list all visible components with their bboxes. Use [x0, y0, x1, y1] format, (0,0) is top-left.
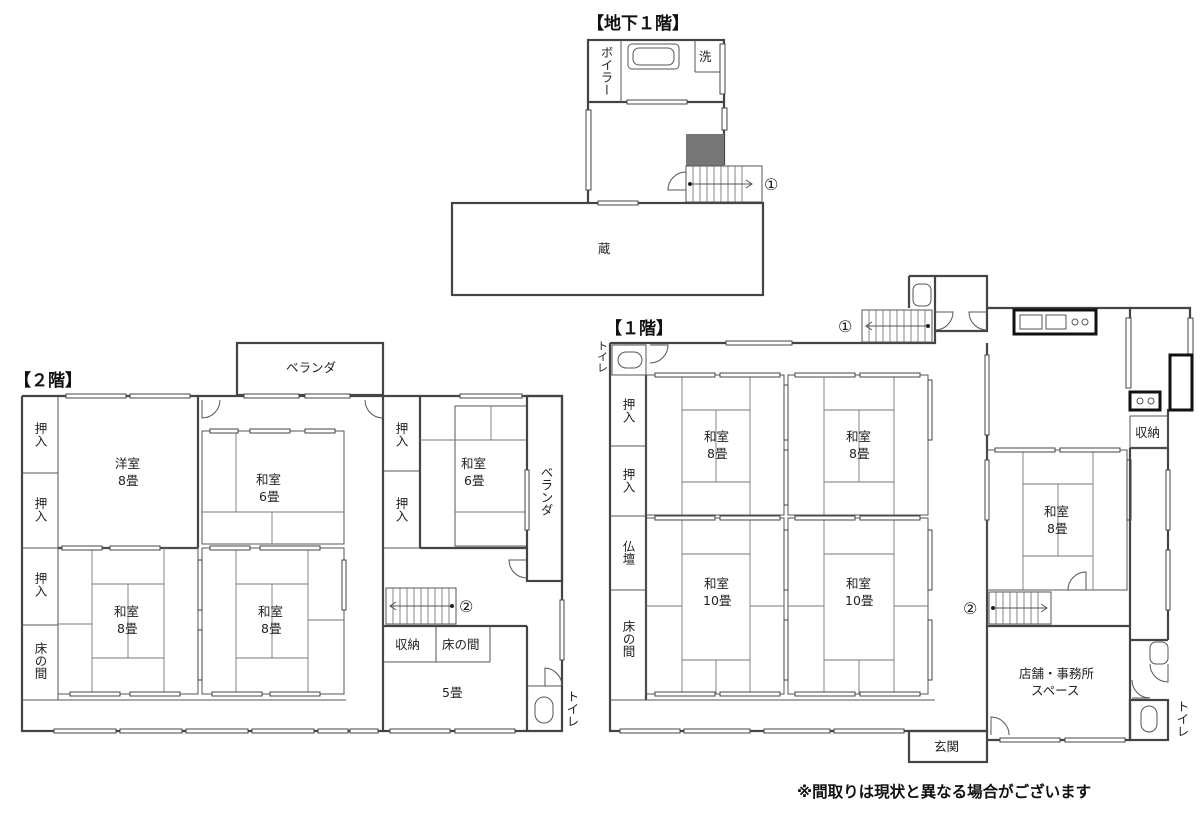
window [597, 200, 639, 206]
second-room-8a-name: 和室 [114, 604, 139, 619]
first-room-c-name: 和室 [704, 576, 729, 591]
entrance [907, 729, 989, 764]
shop-label-line1: 店舗・事務所 [1019, 666, 1094, 681]
first-room-a-name: 和室 [704, 429, 729, 444]
western-room-size: 8畳 [118, 473, 138, 488]
kitchen-counter [1012, 308, 1098, 336]
second-room-8a-size: 8畳 [117, 621, 137, 636]
window [719, 43, 726, 95]
second-room-6a-size: 6畳 [259, 489, 279, 504]
veranda-side-label: ベランダ [539, 466, 554, 516]
basement-floor: 【地下１階】 ボイラー 洗 ① 蔵 [450, 13, 778, 297]
second-room-6a-name: 和室 [256, 472, 281, 487]
second-closet-1: 押入 [33, 422, 48, 447]
window [626, 99, 688, 105]
storehouse-label: 蔵 [598, 241, 611, 256]
second-stair-marker: ② [459, 597, 473, 616]
bathtub-icon [627, 43, 680, 70]
second-floor: 【２階】 ベランダ 押入 押入 押入 床の間 洋室 8畳 [14, 341, 580, 734]
basement-title: 【地下１階】 [587, 13, 689, 34]
first-toilet-left-label: トイレ [596, 340, 609, 373]
second-closet-3: 押入 [33, 572, 48, 597]
entrance-label: 玄関 [934, 739, 959, 754]
second-tokonoma-2: 床の間 [442, 637, 480, 652]
disclaimer-note: ※間取りは現状と異なる場合がございます [797, 782, 1091, 801]
second-closet-5: 押入 [394, 497, 409, 522]
first-room-e-name: 和室 [1044, 504, 1069, 519]
toilet-icon [1140, 705, 1158, 733]
basement-stair-marker: ① [764, 175, 778, 194]
first-storage [1129, 415, 1169, 449]
first-storage-label: 収納 [1135, 425, 1160, 440]
first-stair-marker-top: ① [838, 317, 852, 336]
western-room-name: 洋室 [115, 456, 140, 471]
first-floor: 【１階】 ① トイレ [596, 274, 1194, 764]
second-closet-2: 押入 [33, 497, 48, 522]
first-floor-title: 【１階】 [605, 318, 673, 339]
first-room-c-size: 10畳 [703, 593, 731, 608]
window [721, 107, 728, 131]
stove [1128, 390, 1162, 412]
window [585, 109, 592, 191]
stair-shaft [686, 134, 724, 166]
second-room-8b-name: 和室 [258, 604, 283, 619]
basement-wash-label: 洗 [699, 49, 712, 64]
second-room-6b-name: 和室 [461, 456, 486, 471]
veranda-top-label: ベランダ [286, 360, 336, 375]
second-room-6b-size: 6畳 [464, 473, 484, 488]
first-room-d-size: 10畳 [845, 593, 873, 608]
toilet-icon [617, 351, 643, 369]
first-room-b-size: 8畳 [849, 446, 869, 461]
first-room-a [645, 374, 785, 516]
first-room-a-size: 8畳 [707, 446, 727, 461]
first-stair-marker-mid: ② [963, 599, 977, 618]
first-stairs-mid [988, 591, 1052, 625]
first-room-b [787, 374, 929, 516]
second-room-8b-size: 8畳 [261, 621, 281, 636]
first-tokonoma: 床の間 [621, 620, 636, 658]
first-toilet-right [1128, 698, 1170, 742]
second-room-5: 5畳 [442, 685, 462, 700]
first-room-b-name: 和室 [846, 429, 871, 444]
second-tokonoma: 床の間 [33, 642, 48, 680]
first-toilet-right-label: トイレ [1175, 700, 1190, 738]
toilet-icon [534, 696, 554, 724]
first-closet-2: 押入 [621, 468, 636, 493]
shop-label-line2: スペース [1031, 683, 1080, 698]
second-right-block [383, 394, 564, 733]
first-room-e [986, 449, 1128, 591]
first-toilet-left [611, 344, 647, 376]
second-floor-title: 【２階】 [14, 370, 82, 391]
toilet-icon [912, 283, 932, 307]
basement-boiler-label: ボイラー [599, 46, 614, 96]
first-room-d-name: 和室 [846, 576, 871, 591]
first-butsudan: 仏壇 [621, 540, 636, 565]
second-closet-4: 押入 [394, 422, 409, 447]
second-storage: 収納 [395, 637, 420, 652]
fridge [1168, 353, 1194, 412]
toilet-icon [1149, 641, 1169, 665]
second-toilet-label: トイレ [565, 690, 580, 728]
second-room-6a [201, 430, 345, 545]
first-room-e-size: 8畳 [1047, 521, 1067, 536]
first-closet-1: 押入 [621, 398, 636, 423]
